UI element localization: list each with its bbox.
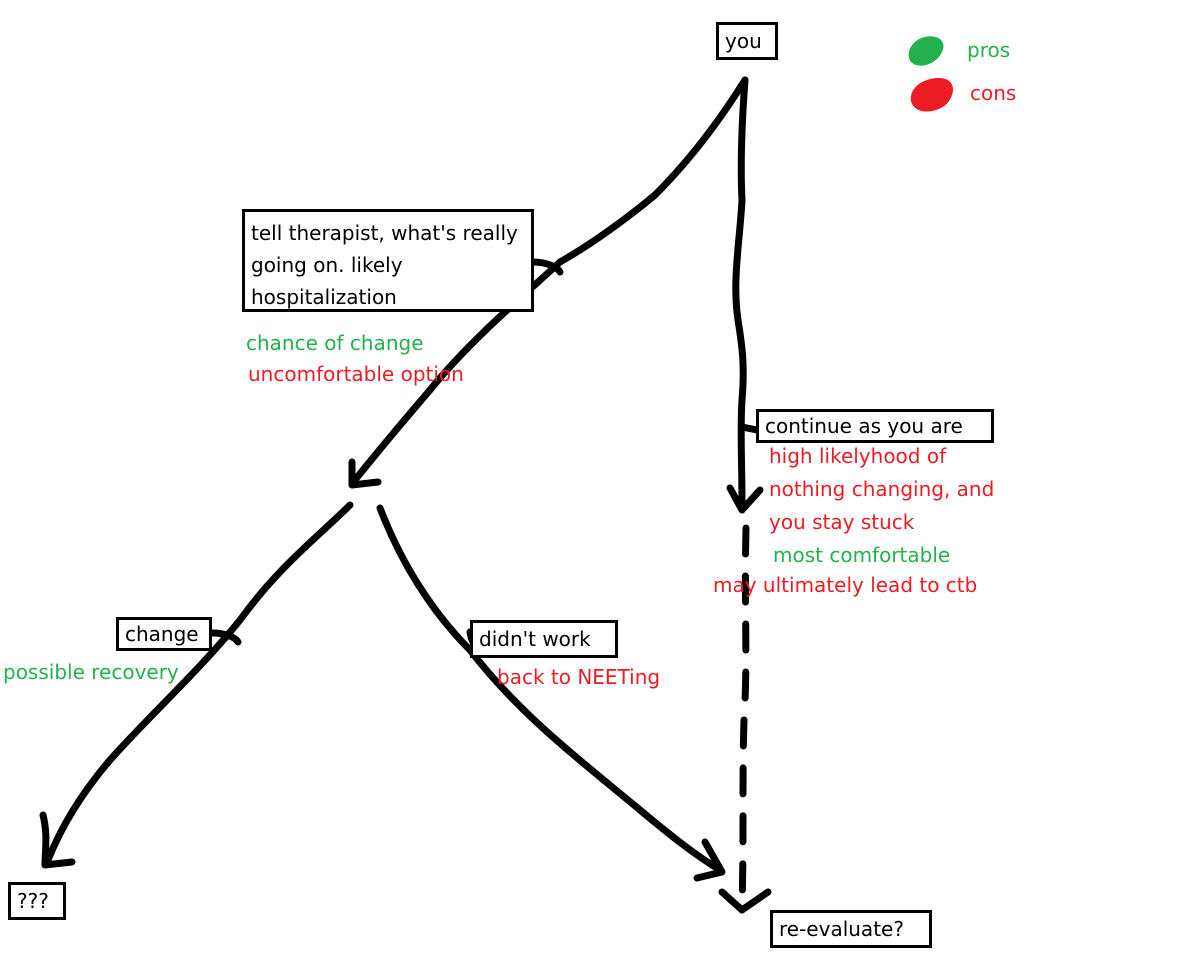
arrowhead-branch: [348, 458, 382, 489]
curl-change: [208, 629, 242, 646]
legend-cons-label: cons: [970, 81, 1017, 105]
arrowhead-reevaluate-dashed: [718, 888, 772, 914]
note-continue-pro: most comfortable: [773, 543, 951, 567]
edge-branch-to-unknown: [44, 501, 354, 864]
legend-pros-swatch: [908, 36, 944, 66]
arrowhead-unknown: [39, 811, 76, 869]
note-continue-con-3: you stay stuck: [769, 510, 915, 534]
legend-cons-swatch: [910, 77, 953, 112]
curl-therapist: [529, 258, 564, 276]
arrowhead-continue: [726, 484, 764, 514]
node-you: you: [716, 22, 778, 60]
node-continue: continue as you are: [756, 409, 994, 443]
note-therapist-con: uncomfortable option: [248, 362, 464, 386]
node-didnt-work: didn't work: [470, 620, 618, 658]
note-continue-con-4: may ultimately lead to ctb: [713, 573, 978, 597]
edge-continue-to-reevaluate: [738, 524, 750, 909]
note-change-pro: possible recovery: [3, 660, 179, 684]
edge-you-to-therapist: [351, 76, 749, 484]
node-unknown: ???: [8, 882, 66, 920]
note-didnt-work-con: back to NEETing: [497, 665, 661, 689]
curl-continue: [738, 423, 761, 434]
node-change: change: [116, 617, 212, 651]
arrowhead-reevaluate: [693, 838, 726, 882]
node-reevaluate: re-evaluate?: [770, 910, 932, 948]
note-continue-con-1: high likelyhood of: [769, 444, 947, 468]
note-therapist-pro: chance of change: [246, 331, 424, 355]
note-continue-con-2: nothing changing, and: [769, 477, 995, 501]
edge-you-to-continue: [732, 76, 749, 509]
edge-branch-to-reevaluate: [376, 504, 724, 874]
legend-pros-label: pros: [967, 38, 1011, 62]
node-tell-therapist: tell therapist, what's really going on. …: [242, 209, 534, 312]
